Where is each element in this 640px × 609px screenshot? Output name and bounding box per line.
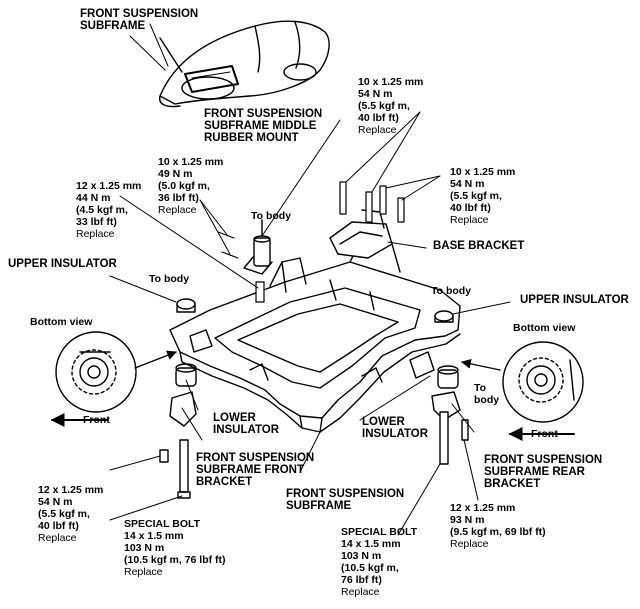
front-right-label: Front — [531, 428, 558, 440]
to-body-rear-label: To body — [474, 382, 500, 406]
spec-special-bolt-right: SPECIAL BOLT 14 x 1.5 mm 103 N m (10.5 k… — [341, 526, 417, 598]
spec-special-bolt-left: SPECIAL BOLT 14 x 1.5 mm 103 N m (10.5 k… — [124, 518, 226, 578]
bolt-icon — [217, 181, 405, 303]
front-bracket-label: FRONT SUSPENSION SUBFRAME FRONT BRACKET — [196, 452, 315, 488]
spec-size: 14 x 1.5 mm — [341, 538, 401, 550]
spec-size: 12 x 1.25 mm — [76, 180, 142, 192]
upper-insulator-right — [434, 310, 454, 323]
spec-size: 12 x 1.25 mm — [38, 484, 104, 496]
spec-size: 12 x 1.25 mm — [450, 502, 516, 514]
spec-size: 10 x 1.25 mm — [158, 156, 224, 168]
to-body-mid-label: To body — [251, 210, 292, 222]
special-bolt-left-icon — [159, 439, 191, 499]
middle-rubber-mount — [243, 235, 273, 275]
to-body-left-label: To body — [149, 273, 190, 285]
car-outline-icon — [158, 20, 330, 108]
spec-torque: 93 N m — [450, 514, 485, 526]
spec-torque-kgf: (4.5 kgf m, — [76, 204, 128, 216]
upper-insulator-left — [176, 298, 196, 313]
subframe-bottom-label: FRONT SUSPENSION SUBFRAME — [286, 488, 405, 512]
lower-insulator-right-label: LOWER INSULATOR — [362, 416, 429, 440]
upper-insulator-right-label: UPPER INSULATOR — [520, 294, 629, 306]
spec-note: Replace — [450, 214, 489, 226]
lower-insulator-left-label: LOWER INSULATOR — [213, 412, 280, 436]
spec-note: Replace — [158, 204, 197, 216]
spec-torque-kgf: (5.0 kgf m, — [158, 180, 210, 192]
spec-torque-imperial: (9.5 kgf m, 69 lbf ft) — [450, 526, 546, 538]
spec-torque-lbf: 33 lbf ft) — [76, 216, 117, 228]
spec-size: 14 x 1.5 mm — [124, 530, 184, 542]
bottom-view-left — [55, 331, 137, 413]
spec-size: 10 x 1.25 mm — [358, 76, 424, 88]
subframe-body — [169, 241, 461, 433]
spec-torque-lbf: 40 lbf ft) — [38, 520, 79, 532]
spec-torque: 44 N m — [76, 192, 111, 204]
spec-front-bracket-bolt: 12 x 1.25 mm 54 N m (5.5 kgf m, 40 lbf f… — [38, 484, 103, 544]
spec-mid-right: 10 x 1.25 mm 54 N m (5.5 kgf m, 40 lbf f… — [450, 166, 515, 226]
spec-torque-kgf: (5.5 kgf m, — [38, 508, 90, 520]
rear-bracket-label: FRONT SUSPENSION SUBFRAME REAR BRACKET — [484, 454, 603, 490]
to-body-right-label: To body — [431, 285, 472, 297]
front-subframe-title-label: FRONT SUSPENSION SUBFRAME — [80, 8, 199, 32]
lower-insulator-left — [175, 363, 197, 387]
lower-insulator-right — [437, 365, 459, 389]
base-bracket — [329, 209, 393, 259]
spec-torque: 103 N m — [124, 542, 165, 554]
front-left-label: Front — [83, 414, 110, 426]
spec-torque-lbf: 76 lbf ft) — [341, 574, 382, 586]
spec-torque: 54 N m — [450, 178, 485, 190]
spec-note: Replace — [341, 586, 380, 598]
spec-torque: 49 N m — [158, 168, 193, 180]
spec-note: Replace — [450, 538, 489, 550]
special-bolt-right-icon — [439, 411, 469, 465]
bottom-view-right-label: Bottom view — [513, 322, 576, 334]
spec-note: Replace — [76, 228, 115, 240]
spec-torque-lbf: 40 lbf ft) — [358, 112, 399, 124]
spec-top-right: 10 x 1.25 mm 54 N m (5.5 kgf m, 40 lbf f… — [358, 76, 423, 136]
spec-torque: 103 N m — [341, 550, 382, 562]
spec-title: SPECIAL BOLT — [341, 526, 418, 538]
spec-torque-lbf: 36 lbf ft) — [158, 192, 199, 204]
spec-torque: 54 N m — [38, 496, 73, 508]
spec-torque: 54 N m — [358, 88, 393, 100]
spec-torque-kgf: (5.5 kgf m, — [450, 190, 502, 202]
spec-note: Replace — [358, 124, 397, 136]
spec-left-mount: 12 x 1.25 mm 44 N m (4.5 kgf m, 33 lbf f… — [76, 180, 141, 240]
bottom-view-left-label: Bottom view — [30, 316, 93, 328]
spec-size: 10 x 1.25 mm — [450, 166, 516, 178]
spec-torque-kgf: (5.5 kgf m, — [358, 100, 410, 112]
spec-torque-kgf: (10.5 kgf m, — [341, 562, 399, 574]
spec-note: Replace — [38, 532, 77, 544]
spec-title: SPECIAL BOLT — [124, 518, 201, 530]
spec-rear-bracket-bolt: 12 x 1.25 mm 93 N m (9.5 kgf m, 69 lbf f… — [450, 502, 546, 550]
upper-insulator-left-label: UPPER INSULATOR — [8, 258, 117, 270]
spec-torque-lbf: 40 lbf ft) — [450, 202, 491, 214]
spec-torque-imperial: (10.5 kgf m, 76 lbf ft) — [124, 554, 226, 566]
bottom-view-right — [502, 341, 584, 423]
spec-middle-mount: 10 x 1.25 mm 49 N m (5.0 kgf m, 36 lbf f… — [158, 156, 223, 216]
middle-mount-label: FRONT SUSPENSION SUBFRAME MIDDLE RUBBER … — [204, 108, 323, 144]
rear-bracket — [431, 391, 461, 421]
spec-note: Replace — [124, 566, 163, 578]
base-bracket-label: BASE BRACKET — [433, 240, 525, 252]
